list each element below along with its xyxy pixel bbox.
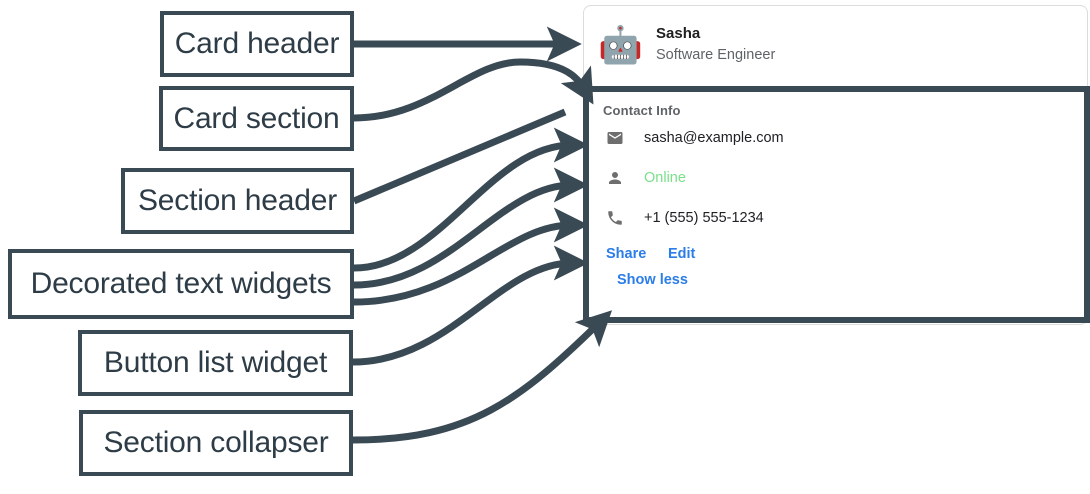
callout-decorated-text-widgets: Decorated text widgets: [8, 249, 354, 319]
section-collapser-button[interactable]: Show less: [617, 272, 688, 288]
decorated-text-widget-email: sasha@example.com: [584, 118, 1089, 158]
section-header: Contact Info: [603, 103, 681, 118]
contact-card: 🤖 Sasha Software Engineer Contact Info s…: [583, 5, 1088, 325]
email-value: sasha@example.com: [644, 130, 784, 146]
phone-icon: [605, 208, 625, 228]
share-button[interactable]: Share: [606, 246, 647, 262]
card-header-text: Sasha Software Engineer: [656, 24, 775, 66]
callout-section-collapser-label: Section collapser: [103, 426, 329, 459]
arrow-decorated-email: [353, 127, 589, 272]
robot-face-icon: 🤖: [598, 24, 643, 65]
arrow-button-list: [352, 245, 589, 366]
status-value: Online: [644, 170, 686, 186]
button-list-widget: Share Edit: [584, 238, 1089, 262]
callout-card-header-label: Card header: [174, 27, 340, 60]
arrow-decorated-status: [353, 167, 589, 289]
arrow-section-collapser: [352, 310, 613, 444]
card-header: 🤖 Sasha Software Engineer: [584, 6, 1087, 72]
callout-section-header-label: Section header: [137, 184, 337, 217]
arrow-card-section: [353, 58, 594, 122]
callout-button-list-widget-label: Button list widget: [103, 346, 328, 379]
callout-card-header: Card header: [160, 11, 354, 77]
decorated-text-widget-status: Online: [584, 158, 1089, 198]
callout-button-list-widget: Button list widget: [78, 330, 353, 396]
callout-decorated-text-widgets-label: Decorated text widgets: [30, 267, 332, 300]
decorated-text-widget-phone: +1 (555) 555-1234: [584, 198, 1089, 238]
arrow-decorated-phone: [353, 207, 589, 306]
person-icon: [605, 168, 625, 188]
email-icon: [605, 128, 625, 148]
card-section: Contact Info sasha@example.com Online: [584, 87, 1089, 289]
phone-value: +1 (555) 555-1234: [644, 210, 764, 226]
callout-card-section: Card section: [159, 86, 354, 151]
card-title: Sasha: [656, 25, 701, 42]
callout-card-section-label: Card section: [173, 101, 340, 135]
callout-section-collapser: Section collapser: [79, 410, 353, 476]
section-collapser-row: Show less: [584, 262, 1089, 289]
callout-section-header: Section header: [121, 168, 354, 234]
edit-button[interactable]: Edit: [668, 246, 696, 262]
arrow-section-header: [352, 108, 567, 205]
card-subtitle: Software Engineer: [656, 47, 776, 63]
